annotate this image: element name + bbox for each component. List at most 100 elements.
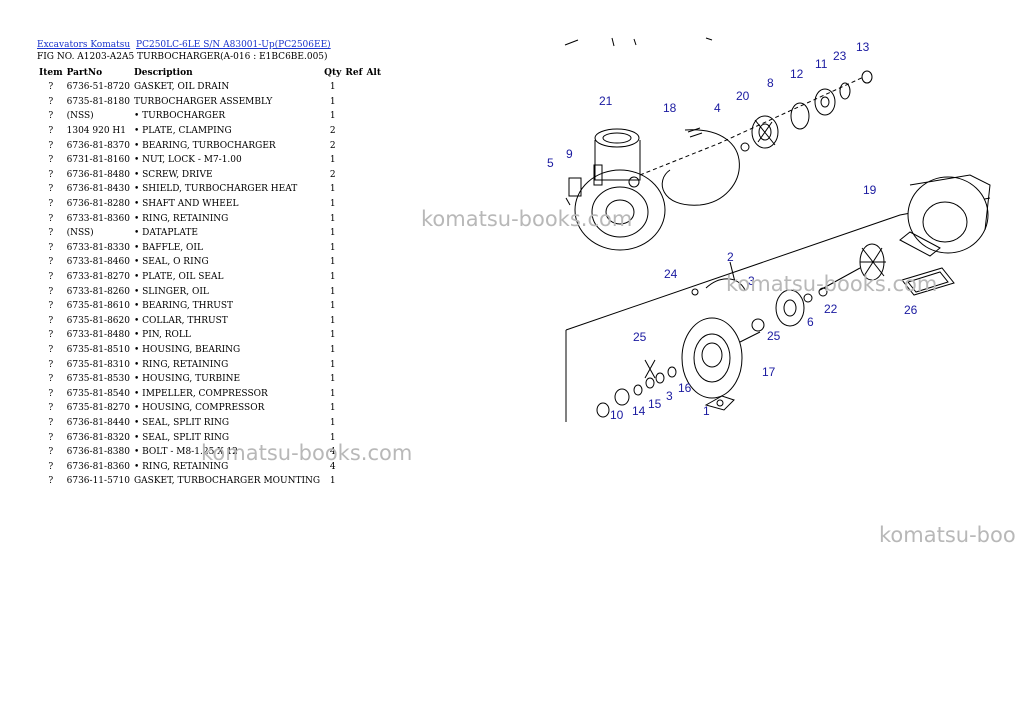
cell-item: ? — [48, 213, 54, 224]
breadcrumb: Excavators Komatsu PC250LC-6LE S/N A8300… — [37, 40, 334, 51]
callout-label: 6 — [807, 315, 814, 329]
cell-item: ? — [48, 199, 54, 210]
cell-alt — [364, 372, 384, 387]
cell-ref — [343, 401, 364, 416]
cell-alt — [364, 299, 384, 314]
cell-qty: 4 — [329, 447, 336, 458]
cell-qty: 1 — [329, 286, 336, 297]
breadcrumb-link-model[interactable]: PC250LC-6LE S/N A83001-Up(PC2506EE) — [136, 40, 331, 50]
callout-label: 18 — [663, 101, 677, 115]
cell-ref — [343, 416, 364, 431]
cell-partno: 6735-81-8310 — [66, 359, 130, 370]
cell-partno: 6735-81-8610 — [66, 301, 130, 312]
callout-label: 1 — [703, 404, 710, 418]
cell-item: ? — [48, 344, 54, 355]
cell-description: GASKET, TURBOCHARGER MOUNTING — [133, 476, 321, 487]
cell-ref — [343, 168, 364, 183]
cell-ref — [343, 284, 364, 299]
cell-description: • SEAL, O RING — [133, 257, 209, 268]
cell-ref — [343, 226, 364, 241]
cell-item: ? — [48, 184, 54, 195]
cell-item: ? — [48, 228, 54, 239]
cell-description: • BEARING, THRUST — [133, 301, 233, 312]
cell-alt — [364, 153, 384, 168]
cell-item: ? — [48, 359, 54, 370]
callout-label: 16 — [678, 381, 692, 395]
cell-description: • SHAFT AND WHEEL — [133, 199, 239, 210]
cell-item: ? — [48, 257, 54, 268]
cell-qty: 1 — [329, 403, 336, 414]
cell-ref — [343, 328, 364, 343]
table-row: ?6736-81-8430• SHIELD, TURBOCHARGER HEAT… — [37, 182, 384, 197]
cell-item: ? — [48, 388, 54, 399]
cell-partno: 6736-81-8360 — [66, 461, 130, 472]
cell-qty: 1 — [329, 417, 336, 428]
cell-alt — [364, 182, 384, 197]
cell-qty: 1 — [329, 213, 336, 224]
cell-description: • PIN, ROLL — [133, 330, 191, 341]
cell-alt — [364, 328, 384, 343]
cell-description: • SLINGER, OIL — [133, 286, 209, 297]
cell-qty: 1 — [329, 301, 336, 312]
turbocharger-exploded-diagram: 1 2 3 3 4 5 6 8 9 10 11 12 13 14 15 16 1… — [547, 37, 991, 422]
cell-ref — [343, 124, 364, 139]
cell-ref — [343, 182, 364, 197]
cell-description: • DATAPLATE — [133, 228, 198, 239]
cell-item: ? — [48, 82, 54, 93]
cell-description: • SCREW, DRIVE — [133, 169, 213, 180]
callout-label: 22 — [824, 302, 838, 316]
callout-label: 19 — [863, 183, 877, 197]
cell-description: • NUT, LOCK - M7-1.00 — [133, 155, 242, 166]
cell-partno: 6731-81-8160 — [66, 155, 130, 166]
callout-label: 4 — [714, 101, 721, 115]
header-qty: Qty — [324, 68, 342, 78]
cell-partno: 6736-81-8280 — [66, 199, 130, 210]
cell-ref — [343, 197, 364, 212]
cell-partno: 6736-81-8320 — [66, 432, 130, 443]
cell-alt — [364, 226, 384, 241]
breadcrumb-link-category[interactable]: Excavators Komatsu — [37, 40, 131, 50]
header-ref: Ref — [345, 68, 363, 78]
cell-item: ? — [48, 461, 54, 472]
callout-label: 3 — [666, 389, 673, 403]
cell-ref — [343, 314, 364, 329]
parts-table: Item PartNo Description Qty Ref Alt ?673… — [37, 66, 384, 489]
header-alt: Alt — [366, 68, 382, 78]
cell-item: ? — [48, 447, 54, 458]
cell-alt — [364, 314, 384, 329]
cell-ref — [343, 357, 364, 372]
cell-item: ? — [48, 315, 54, 326]
cell-qty: 1 — [329, 184, 336, 195]
cell-ref — [343, 299, 364, 314]
callout-label: 14 — [632, 404, 646, 418]
cell-item: ? — [48, 374, 54, 385]
callout-label: 25 — [767, 329, 781, 343]
cell-ref — [343, 211, 364, 226]
figure-caption: FIG NO. A1203-A2A5 TURBOCHARGER(A-016 : … — [37, 52, 328, 62]
header-partno: PartNo — [66, 68, 103, 78]
cell-description: • BAFFLE, OIL — [133, 242, 203, 253]
cell-item: ? — [48, 330, 54, 341]
cell-description: • SHIELD, TURBOCHARGER HEAT — [133, 184, 298, 195]
cell-ref — [343, 372, 364, 387]
cell-description: • COLLAR, THRUST — [133, 315, 228, 326]
cell-alt — [364, 343, 384, 358]
cell-alt — [364, 197, 384, 212]
cell-alt — [364, 124, 384, 139]
cell-ref — [343, 153, 364, 168]
cell-qty: 1 — [329, 315, 336, 326]
callout-label: 13 — [856, 40, 870, 54]
cell-alt — [364, 474, 384, 489]
callout-label: 25 — [633, 330, 647, 344]
cell-qty: 1 — [329, 155, 336, 166]
